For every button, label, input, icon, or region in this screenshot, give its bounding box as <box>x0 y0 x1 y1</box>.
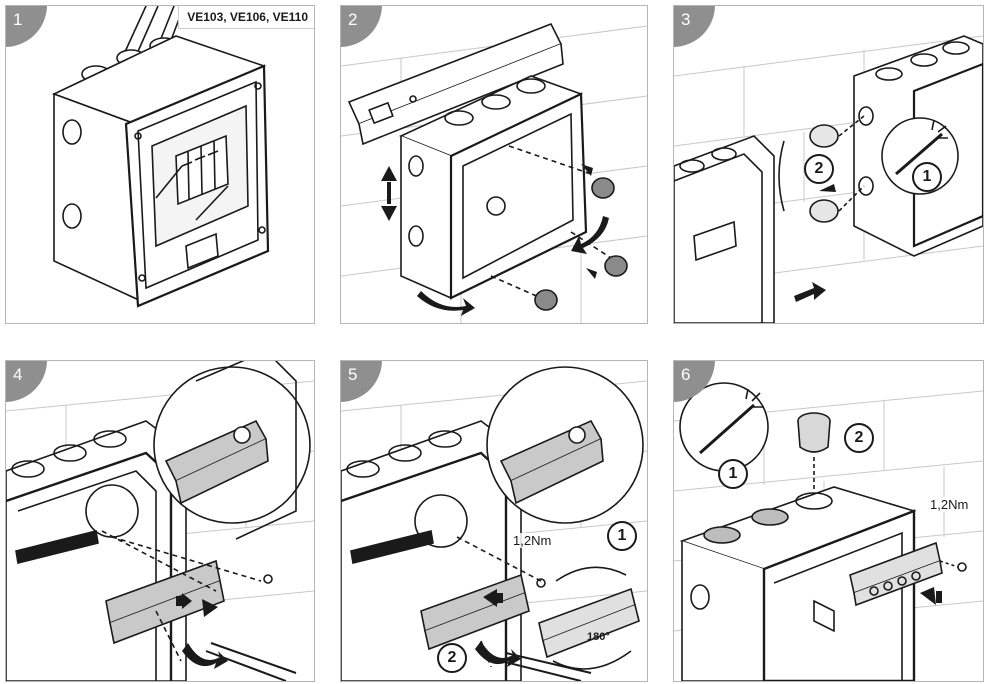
cable-gland-illustration <box>674 35 983 323</box>
model-label: VE103, VE106, VE110 <box>178 6 314 29</box>
step-panel-4: 4 <box>5 360 315 682</box>
step-panel-1: 1 VE103, VE106, VE110 <box>5 5 315 324</box>
enclosure-closed-illustration <box>51 6 270 308</box>
callout-2: 2 <box>804 154 834 184</box>
step-panel-3: 3 1 2 <box>673 5 984 324</box>
callout-1: 1 <box>912 162 942 192</box>
callout-2: 2 <box>437 643 467 673</box>
rail-rotation-illustration <box>341 366 647 681</box>
callout-1: 1 <box>607 521 637 551</box>
wall-mounting-illustration <box>341 22 647 323</box>
callout-1: 1 <box>718 459 748 489</box>
plug-and-terminal-illustration <box>674 382 983 681</box>
step-panel-6: 6 1 2 1,2Nm <box>673 360 984 682</box>
din-rail-illustration <box>6 361 314 681</box>
step-panel-2: 2 <box>340 5 648 324</box>
callout-2: 2 <box>844 423 874 453</box>
torque-label: 1,2Nm <box>928 497 971 512</box>
step-panel-5: 5 1 2 1,2Nm 180° <box>340 360 648 682</box>
rotation-label: 180° <box>587 631 610 643</box>
step-number-badge: 4 <box>6 361 47 402</box>
torque-label: 1,2Nm <box>511 533 554 548</box>
